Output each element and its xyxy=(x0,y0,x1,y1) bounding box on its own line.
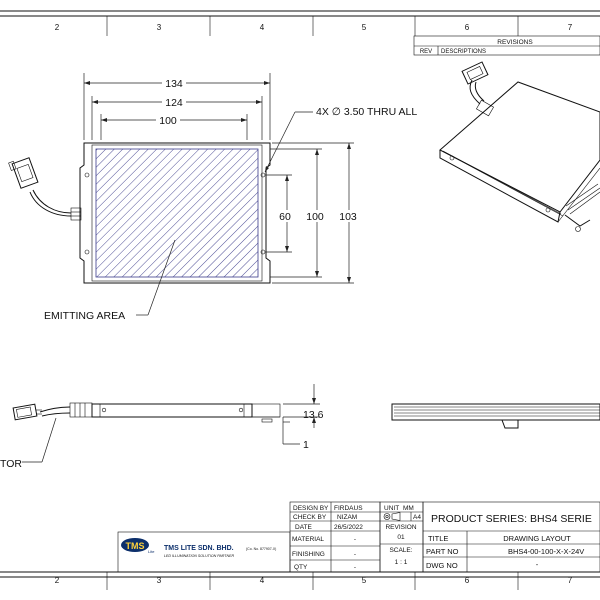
part-no-value: BHS4-00-100-X-X-24V xyxy=(508,547,584,556)
qty-label: QTY xyxy=(294,564,308,571)
check-by-value: NIZAM xyxy=(337,514,357,521)
svg-text:TMS: TMS xyxy=(126,541,145,551)
front-view-dimensions: 134 124 100 4X ∅ 3.50 THRU ALL 60 100 xyxy=(44,73,417,322)
dim-thickness-1: 1 xyxy=(303,439,309,451)
dim-width-134: 134 xyxy=(165,78,183,90)
dim-width-124: 124 xyxy=(165,97,183,109)
panel-outline xyxy=(79,142,271,284)
dwg-no-label: DWG NO xyxy=(426,561,458,570)
revision-value: 01 xyxy=(397,534,405,541)
side-view: TOR xyxy=(0,402,281,470)
connector-label: TOR xyxy=(0,458,22,470)
product-series: PRODUCT SERIES: BHS4 SERIE xyxy=(431,513,592,525)
date-label: DATE xyxy=(295,524,313,531)
zone-top-4: 4 xyxy=(260,23,265,32)
zone-top-3: 3 xyxy=(157,23,162,32)
title-label: TITLE xyxy=(428,534,448,543)
hole-callout: 4X ∅ 3.50 THRU ALL xyxy=(316,106,417,118)
mounting-hole-tl xyxy=(84,172,90,178)
date-value: 26/5/2022 xyxy=(334,524,363,531)
zone-bottom-6: 6 xyxy=(465,576,470,585)
emitting-area xyxy=(95,148,259,278)
connector-front xyxy=(8,157,39,189)
connector-iso xyxy=(461,61,489,85)
zone-top-5: 5 xyxy=(362,23,367,32)
company-logo: TMS Lite xyxy=(121,538,155,554)
side-view-dimensions: 13.6 1 xyxy=(282,384,324,451)
dim-thickness-13-6: 13.6 xyxy=(303,409,324,421)
qty-value: - xyxy=(354,564,356,571)
zone-top-2: 2 xyxy=(55,23,60,32)
dim-height-60: 60 xyxy=(279,211,291,223)
company-reg: (Co. No. 877907-X) xyxy=(246,547,276,551)
revisions-desc-header: DESCRIPTIONS xyxy=(441,49,486,55)
zone-bottom-4: 4 xyxy=(260,576,265,585)
title-block: TMS Lite TMS LITE SDN. BHD. (Co. No. 877… xyxy=(117,501,600,573)
zone-bottom-2: 2 xyxy=(55,576,60,585)
sheet-size: A4 xyxy=(413,514,421,521)
mounting-hole-tr xyxy=(260,172,266,178)
revision-label: REVISION xyxy=(385,524,416,531)
zone-bottom-3: 3 xyxy=(157,576,162,585)
material-label: MATERIAL xyxy=(292,536,324,543)
sheet-border xyxy=(0,10,600,578)
end-view xyxy=(391,403,600,429)
design-by-value: FIRDAUS xyxy=(334,505,363,512)
emitting-area-label: EMITTING AREA xyxy=(44,310,125,322)
dim-width-100: 100 xyxy=(159,115,177,127)
connector-side xyxy=(12,403,42,421)
revisions-rev-header: REV xyxy=(420,49,432,55)
zone-bottom-5: 5 xyxy=(362,576,367,585)
revisions-title: REVISIONS xyxy=(497,39,533,46)
unit-value: MM xyxy=(403,505,414,512)
part-no-label: PART NO xyxy=(426,547,459,556)
zone-bottom-7: 7 xyxy=(568,576,573,585)
material-value: - xyxy=(354,536,356,543)
mounting-hole-bl xyxy=(84,249,90,255)
front-view xyxy=(8,142,271,284)
finishing-label: FINISHING xyxy=(292,551,325,558)
unit-label: UNIT xyxy=(384,505,399,512)
scale-label: SCALE: xyxy=(389,547,412,554)
dwg-no-value: - xyxy=(536,560,539,569)
scale-value: 1 : 1 xyxy=(395,559,408,566)
zone-top-6: 6 xyxy=(465,23,470,32)
check-by-label: CHECK BY xyxy=(293,514,327,521)
zone-markers-top: 2 3 4 5 6 7 xyxy=(55,16,573,36)
company-tagline: LED ILLUMINATION SOLUTION PARTNER xyxy=(164,554,234,558)
svg-text:Lite: Lite xyxy=(148,549,155,554)
zone-markers-bottom: 2 3 4 5 6 7 xyxy=(55,572,573,590)
zone-top-7: 7 xyxy=(568,23,573,32)
dim-height-100: 100 xyxy=(306,211,324,223)
revisions-table: REVISIONS REV DESCRIPTIONS xyxy=(413,35,600,56)
design-by-label: DESIGN BY xyxy=(293,505,329,512)
isometric-view xyxy=(439,61,600,232)
title-value: DRAWING LAYOUT xyxy=(503,534,571,543)
finishing-value: - xyxy=(354,551,356,558)
mounting-hole-br xyxy=(260,249,266,255)
dim-height-103: 103 xyxy=(339,211,357,223)
projection-symbol-icon xyxy=(383,512,401,521)
company-name: TMS LITE SDN. BHD. xyxy=(164,545,234,552)
